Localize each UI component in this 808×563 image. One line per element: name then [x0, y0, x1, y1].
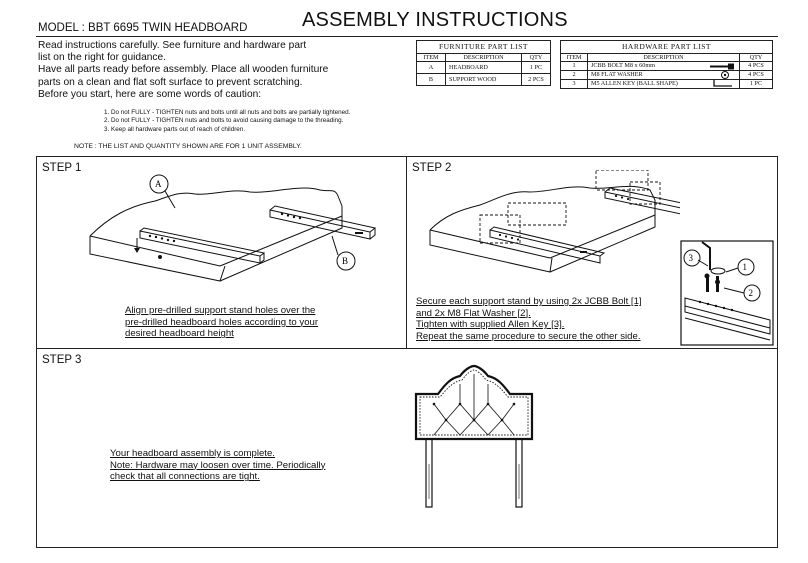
- step-divider-vertical: [406, 156, 407, 348]
- caption-line: pre-drilled headboard holes according to…: [125, 316, 319, 328]
- quantity-note: NOTE : THE LIST AND QUANTITY SHOWN ARE F…: [74, 143, 302, 150]
- cell: M5 ALLEN KEY (BALL SHAPE): [587, 78, 740, 89]
- washer-icon: [721, 70, 729, 79]
- col-header: QTY: [739, 52, 773, 62]
- table-row: A HEADBOARD 1 PC: [416, 60, 551, 74]
- caution-item: 2. Do not FULLY - TIGHTEN nuts and bolts…: [104, 117, 344, 125]
- col-header: DESCRIPTION: [445, 52, 522, 62]
- cell: SUPPORT WOOD: [445, 72, 522, 86]
- callout-b: B: [342, 256, 348, 266]
- steps-frame: [36, 156, 778, 548]
- col-header: ITEM: [416, 52, 446, 62]
- step1-label: STEP 1: [42, 162, 82, 174]
- intro-line: parts on a clean and flat soft surface t…: [38, 76, 303, 88]
- cell: JCBB BOLT M8 x 60mm: [587, 60, 740, 71]
- caption-line: Align pre-drilled support stand holes ov…: [125, 305, 316, 316]
- caption-line: Repeat the same procedure to secure the …: [416, 330, 641, 342]
- step1-caption: Align pre-drilled support stand holes ov…: [125, 305, 318, 340]
- caption-line: Note: Hardware may loosen over time. Per…: [110, 459, 326, 471]
- cell: M8 FLAT WASHER: [587, 69, 740, 80]
- hardware-part-list: HARDWARE PART LIST ITEM DESCRIPTION QTY …: [560, 40, 773, 89]
- step2-caption: Secure each support stand by using 2x JC…: [416, 296, 642, 342]
- furniture-part-list: FURNITURE PART LIST ITEM DESCRIPTION QTY…: [416, 40, 551, 86]
- caption-line: Tighten with supplied Allen Key [3].: [416, 319, 565, 331]
- caution-item: 1. Do not FULLY - TIGHTEN nuts and bolts…: [104, 109, 351, 116]
- headboard-illustration: [414, 364, 534, 508]
- callout-1: 1: [743, 262, 748, 272]
- table-row: 2 M8 FLAT WASHER 4 PCS: [560, 69, 773, 80]
- intro-text: Read instructions carefully. See furnitu…: [38, 40, 338, 101]
- intro-line: list on the right for guidance.: [38, 52, 166, 64]
- document-title: ASSEMBLY INSTRUCTIONS: [302, 9, 568, 31]
- intro-line: Read instructions carefully. See furnitu…: [38, 40, 307, 51]
- callout-a: A: [155, 179, 162, 189]
- table-row: B SUPPORT WOOD 2 PCS: [416, 72, 551, 86]
- step2-illustration: [429, 170, 680, 273]
- intro-line: Have all parts ready before assembly. Pl…: [38, 64, 329, 76]
- callout-3: 3: [689, 253, 694, 263]
- step3-label: STEP 3: [42, 354, 82, 366]
- allen-key-icon: [713, 79, 732, 87]
- cell: 1 PC: [739, 78, 773, 89]
- cell: HEADBOARD: [445, 60, 522, 74]
- cell: 4 PCS: [739, 69, 773, 80]
- step1-illustration: A B: [89, 174, 377, 282]
- caption-line: and 2x M8 Flat Washer [2].: [416, 307, 531, 319]
- caption-line: Secure each support stand by using 2x JC…: [416, 296, 642, 307]
- bolt-description: JCBB BOLT M8 x 60mm: [591, 61, 655, 69]
- step-divider-horizontal: [36, 348, 778, 349]
- washer-description: M8 FLAT WASHER: [591, 70, 643, 78]
- cell: B: [416, 72, 446, 86]
- table-row: 1 JCBB BOLT M8 x 60mm 4 PCS: [560, 60, 773, 71]
- col-header: DESCRIPTION: [587, 52, 740, 62]
- cell: 2 PCS: [521, 72, 551, 86]
- cell: 4 PCS: [739, 60, 773, 71]
- step2-detail-inset: 3 1 2: [680, 240, 774, 346]
- caption-line: check that all connections are tight.: [110, 471, 260, 483]
- furniture-table-caption: FURNITURE PART LIST: [416, 40, 551, 54]
- header-rule: [36, 36, 778, 37]
- cell: A: [416, 60, 446, 74]
- callout-2: 2: [749, 288, 754, 298]
- col-header: QTY: [521, 52, 551, 62]
- col-header: ITEM: [560, 52, 588, 62]
- cell: 1: [560, 60, 588, 71]
- step2-label: STEP 2: [412, 162, 452, 174]
- caption-line: Your headboard assembly is complete.: [110, 448, 275, 459]
- caution-item: 3. Keep all hardware parts out of reach …: [104, 125, 246, 133]
- caution-list: 1. Do not FULLY - TIGHTEN nuts and bolts…: [104, 109, 350, 134]
- caption-line: desired headboard height: [125, 328, 234, 340]
- step3-caption: Your headboard assembly is complete. Not…: [110, 448, 325, 483]
- cell: 1 PC: [521, 60, 551, 74]
- intro-line: Before you start, here are some words of…: [38, 88, 262, 100]
- cell: 2: [560, 69, 588, 80]
- table-row: 3 M5 ALLEN KEY (BALL SHAPE) 1 PC: [560, 78, 773, 89]
- bolt-icon: [710, 63, 734, 70]
- cell: 3: [560, 78, 588, 89]
- allen-key-description: M5 ALLEN KEY (BALL SHAPE): [591, 79, 678, 87]
- model-number: MODEL : BBT 6695 TWIN HEADBOARD: [38, 22, 248, 34]
- hardware-table-caption: HARDWARE PART LIST: [560, 40, 773, 54]
